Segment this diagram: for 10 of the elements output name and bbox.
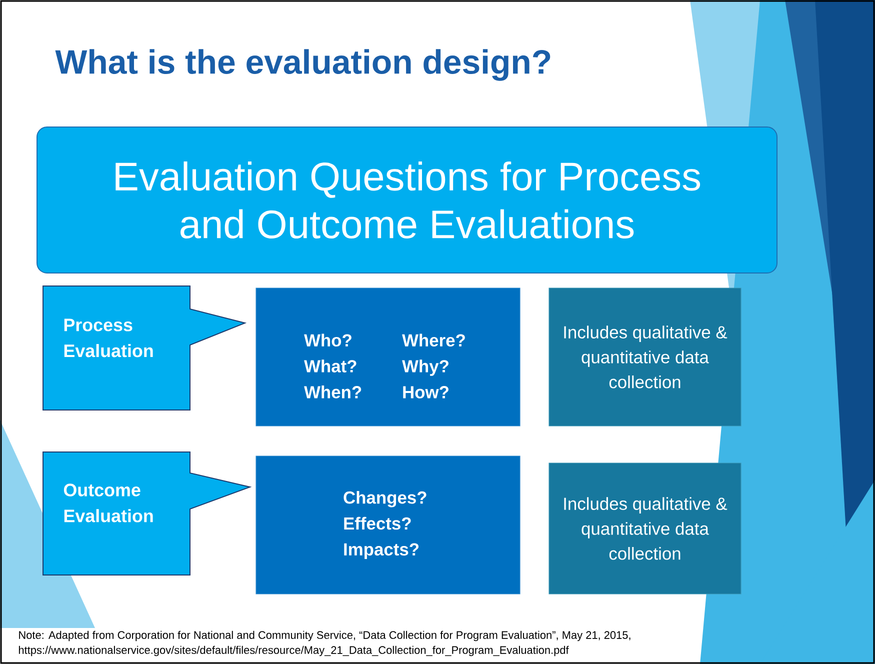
source-note: https://www.nationalservice.gov/sites/default/files/resource/May_21_Data_Collection_for_Program_Evaluation.pdf	[18, 646, 569, 656]
callout-box: Process Evaluation	[42, 286, 247, 410]
callout-box: Outcome Evaluation	[42, 452, 252, 576]
question-box: Who? What? When? Where? Why? How?	[256, 288, 520, 426]
info-box: Includes qualitative & quantitative data collection	[548, 288, 742, 426]
info-box: Includes qualitative & quantitative data collection	[548, 462, 742, 594]
source-note: Note: Adapted from Corporation for National and Community Service, “Data Collection for Program Evaluation”, May 21, 2015,	[19, 630, 630, 642]
question-box: Changes? Effects? Impacts?	[256, 456, 520, 594]
header-box: Evaluation Questions for Process and Outcome Evaluations	[36, 126, 778, 274]
slide-title: What is the evaluation design?	[55, 49, 550, 81]
